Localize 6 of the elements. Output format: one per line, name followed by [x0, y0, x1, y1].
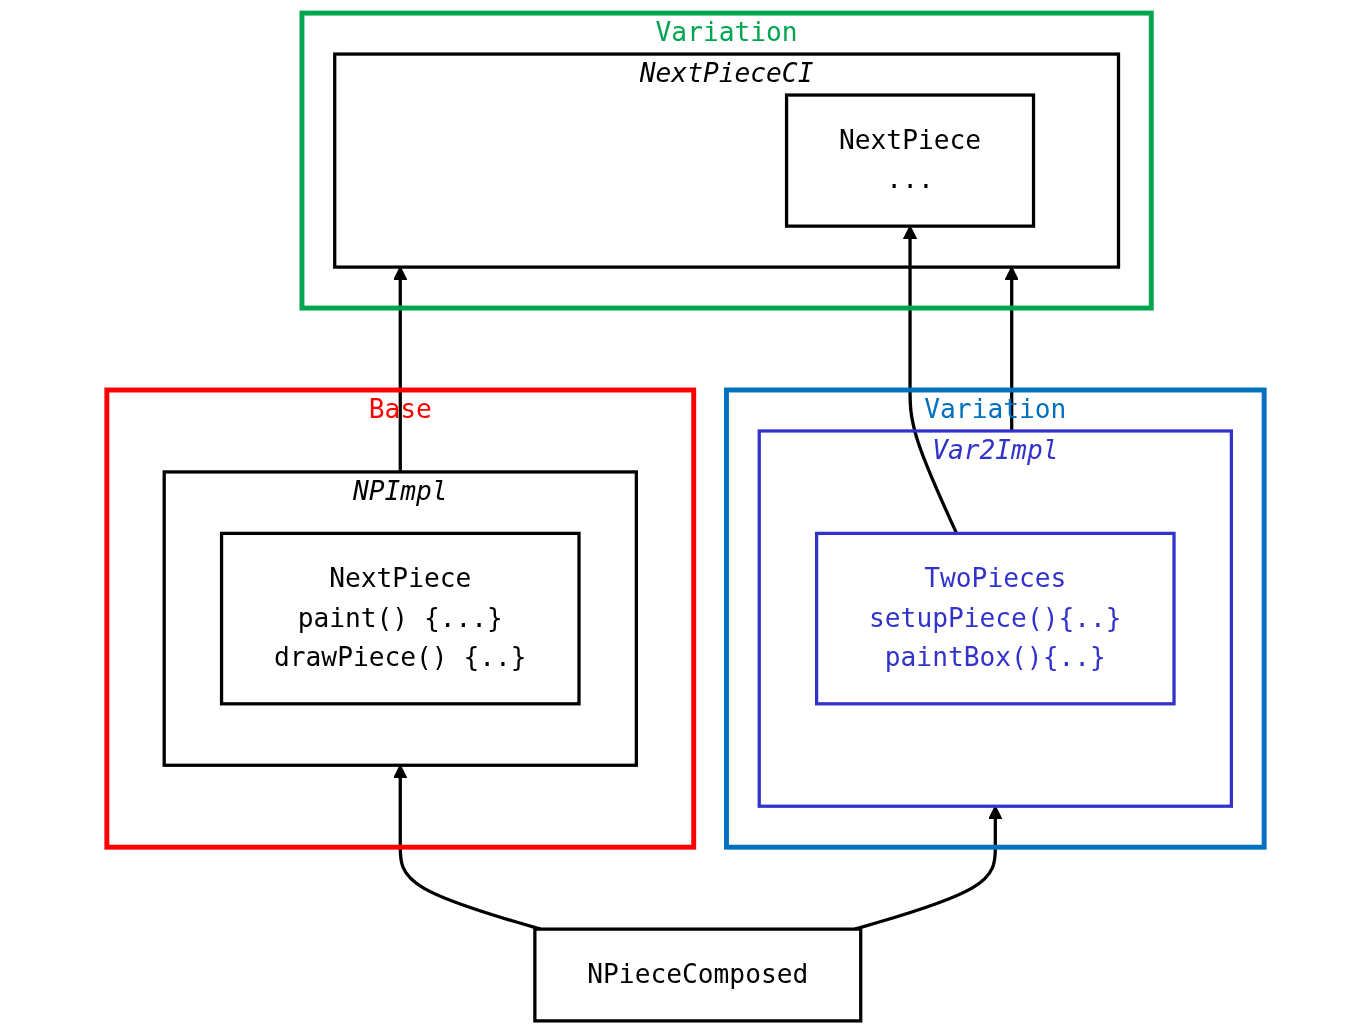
node-box: NextPiece ... — [784, 93, 1036, 228]
node-box: TwoPieces setupPiece(){..} paintBox(){..} — [814, 531, 1176, 706]
node-box: NPieceComposed — [533, 927, 863, 1023]
node-box: NextPiece paint() {...} drawPiece() {..} — [219, 531, 581, 706]
arrow — [1004, 266, 1019, 431]
arrow — [393, 266, 408, 472]
